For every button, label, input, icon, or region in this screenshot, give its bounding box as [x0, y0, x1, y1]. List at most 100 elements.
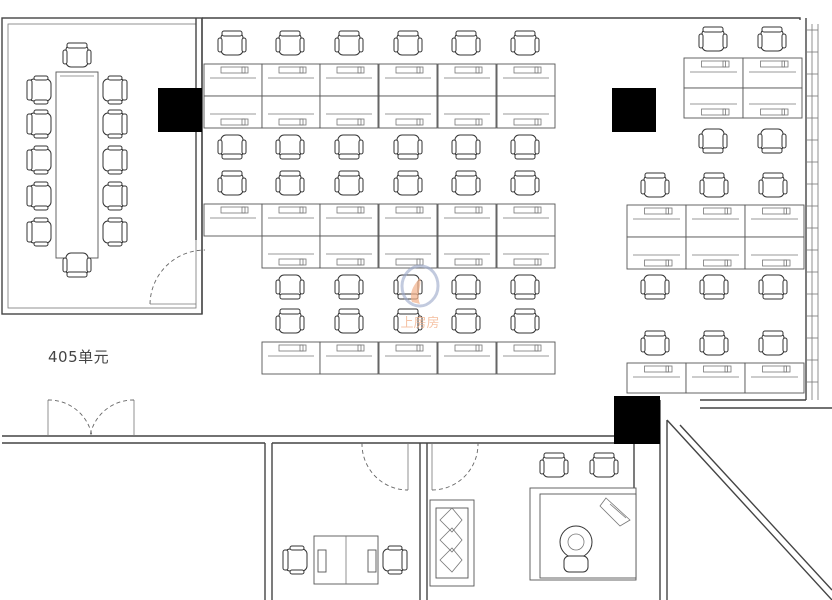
desk-icon [685, 362, 746, 394]
chair-icon [451, 308, 481, 334]
desk-icon [437, 95, 497, 129]
desk-icon [203, 203, 263, 237]
desk-icon [685, 236, 746, 270]
chair-icon [640, 274, 670, 300]
desk-icon [744, 236, 805, 270]
desk-icon [319, 203, 379, 237]
desk-icon [319, 235, 379, 269]
chair-icon [26, 75, 52, 105]
desk-icon [378, 341, 438, 375]
chair-icon [510, 170, 540, 196]
chair-icon [589, 452, 619, 478]
door-swings [47, 249, 479, 491]
chair-icon [334, 30, 364, 56]
desk-icon [683, 57, 744, 89]
chair-icon [393, 274, 423, 300]
pillars [158, 88, 660, 444]
chair-icon [757, 128, 787, 154]
chair-icon [393, 170, 423, 196]
chair-icon [393, 30, 423, 56]
chair-icon [217, 170, 247, 196]
chair-icon [217, 30, 247, 56]
desk-icon [378, 203, 438, 237]
furniture [26, 26, 805, 575]
desk-icon [626, 236, 687, 270]
chair-icon [334, 134, 364, 160]
chair-icon [510, 308, 540, 334]
desk-icon [261, 341, 321, 375]
desk-icon [319, 341, 379, 375]
chair-icon [451, 170, 481, 196]
chair-icon [451, 274, 481, 300]
chair-icon [510, 274, 540, 300]
chair-icon [699, 274, 729, 300]
desk-icon [626, 204, 687, 238]
chair-icon [757, 26, 787, 52]
chair-icon [334, 308, 364, 334]
chair-icon [640, 172, 670, 198]
chair-icon [510, 30, 540, 56]
chair-icon [282, 545, 308, 575]
chair-icon [102, 75, 128, 105]
desk-icon [261, 95, 321, 129]
desk-icon [203, 63, 263, 97]
chair-icon [102, 109, 128, 139]
chair-icon [699, 330, 729, 356]
chair-icon [62, 42, 92, 68]
chair-icon [393, 308, 423, 334]
desk-icon [496, 63, 556, 97]
desk-icon [261, 63, 321, 97]
chair-icon [26, 181, 52, 211]
desk-icon [378, 235, 438, 269]
chair-icon [758, 330, 788, 356]
chair-icon [510, 134, 540, 160]
desk-icon [378, 63, 438, 97]
desk-icon [319, 95, 379, 129]
chair-icon [26, 109, 52, 139]
chair-icon [698, 26, 728, 52]
chair-icon [334, 274, 364, 300]
chair-icon [539, 452, 569, 478]
chair-icon [62, 252, 92, 278]
desk-icon [744, 362, 805, 394]
chair-icon [102, 181, 128, 211]
chair-icon [275, 274, 305, 300]
chair-icon [275, 170, 305, 196]
chair-icon [26, 217, 52, 247]
chair-icon [758, 172, 788, 198]
chair-icon [758, 274, 788, 300]
desk-icon [496, 95, 556, 129]
desk-icon [378, 95, 438, 129]
chair-icon [334, 170, 364, 196]
desk-icon [319, 63, 379, 97]
lower-office-furniture [313, 487, 637, 587]
unit-label: 405单元 [48, 348, 110, 366]
desk-icon [496, 235, 556, 269]
desk-icon [437, 63, 497, 97]
desk-icon [437, 203, 497, 237]
chair-icon [699, 172, 729, 198]
chair-icon [275, 134, 305, 160]
chair-icon [451, 134, 481, 160]
chair-icon [382, 545, 408, 575]
chair-icon [451, 30, 481, 56]
desk-icon [742, 57, 803, 89]
chair-icon [217, 134, 247, 160]
chair-icon [102, 217, 128, 247]
chair-icon [698, 128, 728, 154]
window-mullions [806, 29, 818, 383]
desk-icon [261, 235, 321, 269]
chair-icon [393, 134, 423, 160]
desk-icon [626, 362, 687, 394]
chair-icon [275, 30, 305, 56]
desk-icon [437, 235, 497, 269]
desk-icon [203, 95, 263, 129]
desk-icon [742, 87, 803, 119]
conference-table [55, 71, 99, 259]
desk-icon [261, 203, 321, 237]
desk-icon [496, 341, 556, 375]
desk-icon [685, 204, 746, 238]
chair-icon [640, 330, 670, 356]
chair-icon [275, 308, 305, 334]
